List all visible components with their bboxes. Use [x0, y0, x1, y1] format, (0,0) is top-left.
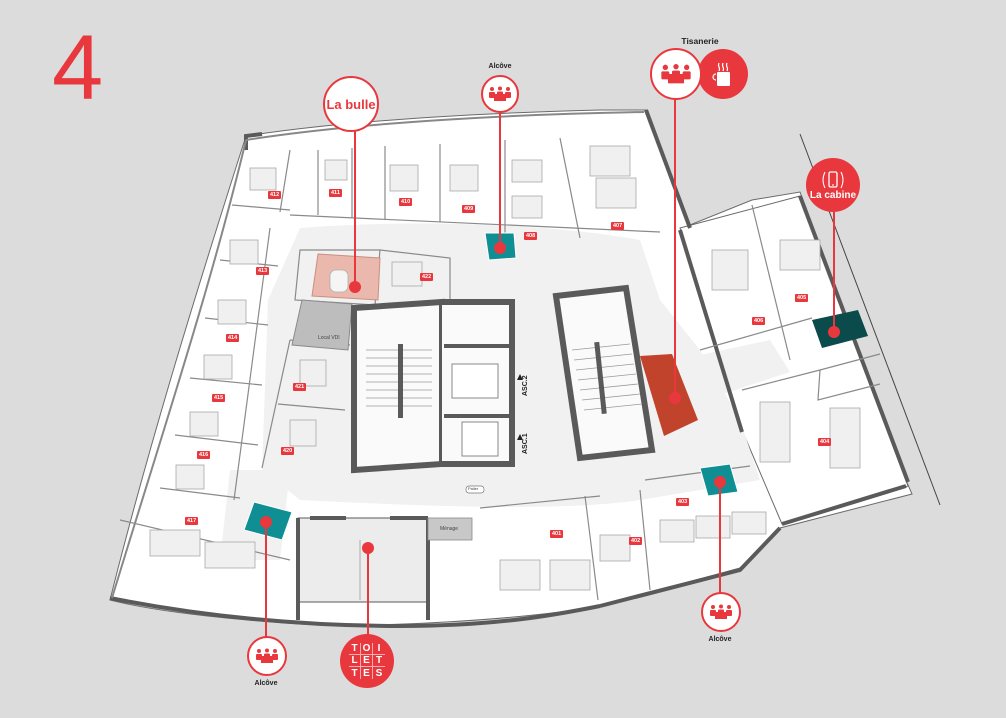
toilettes-marker[interactable]: T O I L E T T E S	[340, 634, 394, 688]
floor-number: 4	[52, 17, 104, 119]
la-cabine-room	[812, 310, 868, 348]
toilets-block	[296, 516, 473, 620]
alcove-right-marker[interactable]	[701, 592, 741, 632]
tisanerie-meeting-marker[interactable]	[650, 48, 702, 100]
room-label-409: 409	[462, 205, 476, 213]
la-bulle-marker[interactable]: La bulle	[323, 76, 379, 132]
room-label-401: 401	[550, 530, 564, 538]
toilets-letter: T	[349, 667, 361, 679]
facade-left	[111, 139, 247, 599]
stair-core-1	[351, 298, 445, 474]
room-label-405: 405	[795, 294, 809, 302]
la-bulle-label: La bulle	[326, 96, 376, 112]
room-label-410: 410	[399, 198, 413, 206]
tisanerie-caption: Tisanerie	[681, 36, 719, 46]
toilets-letter-grid: T O I L E T T E S	[349, 643, 385, 679]
local-label: Local VDI	[318, 335, 340, 341]
room-label-421: 421	[293, 383, 307, 391]
la-cabine-marker[interactable]: La cabine	[806, 158, 860, 212]
leader-lines	[265, 95, 835, 637]
toilets-letter: S	[375, 667, 383, 679]
room-label-412: 412	[268, 191, 282, 199]
room-label-415: 415	[212, 394, 226, 402]
elevator-1-label: ASC.1	[522, 433, 529, 454]
phone-icon	[822, 170, 844, 188]
alcove-left-caption: Alcôve	[254, 680, 278, 687]
alcove-right-caption: Alcôve	[708, 636, 732, 643]
meeting-people-icon	[661, 64, 691, 84]
room-label-417: 417	[185, 517, 199, 525]
alcove-left-marker[interactable]	[247, 636, 287, 676]
tisanerie-room	[640, 354, 698, 436]
la-cabine-label: La cabine	[809, 189, 857, 201]
room-label-406: 406	[752, 317, 766, 325]
desks	[149, 145, 861, 591]
toilets-letter: T	[349, 643, 361, 655]
room-label-402: 402	[629, 537, 643, 545]
toilets-letter: E	[361, 655, 373, 667]
palier-label: Palier	[468, 486, 479, 491]
room-label-420: 420	[281, 447, 295, 455]
room-label-422: 422	[420, 273, 434, 281]
tisanerie-cup-marker[interactable]	[698, 49, 748, 99]
meeting-people-icon	[256, 648, 278, 663]
room-label-404: 404	[818, 438, 832, 446]
toilets-letter: L	[349, 655, 361, 667]
room-label-414: 414	[226, 334, 240, 342]
room-label-411: 411	[329, 189, 342, 197]
room-label-413: 413	[256, 267, 270, 275]
room-label-416: 416	[197, 451, 211, 459]
palier-tag	[465, 485, 485, 494]
bulle-table	[329, 269, 349, 293]
room-label-403: 403	[676, 498, 690, 506]
leader-dots	[260, 242, 840, 554]
toilets-letter: O	[361, 643, 373, 655]
elevator-2-label: ASC.2	[522, 375, 529, 396]
meeting-people-icon	[710, 604, 732, 619]
alcove-top-caption: Alcôve	[488, 63, 512, 70]
toilets-letter: E	[361, 667, 373, 679]
menage-label: Ménage	[440, 526, 459, 532]
facade-top	[245, 111, 645, 141]
room-label-407: 407	[611, 222, 625, 230]
toilets-letter: T	[373, 655, 385, 667]
meeting-people-icon	[489, 86, 511, 101]
room-label-408: 408	[524, 232, 538, 240]
alcove-top-marker[interactable]	[481, 75, 519, 113]
hot-cup-icon	[712, 62, 730, 86]
toilets-letter: I	[373, 643, 385, 655]
local-room	[291, 299, 353, 351]
elevator-core	[442, 299, 523, 467]
stair-core-2	[552, 284, 656, 462]
